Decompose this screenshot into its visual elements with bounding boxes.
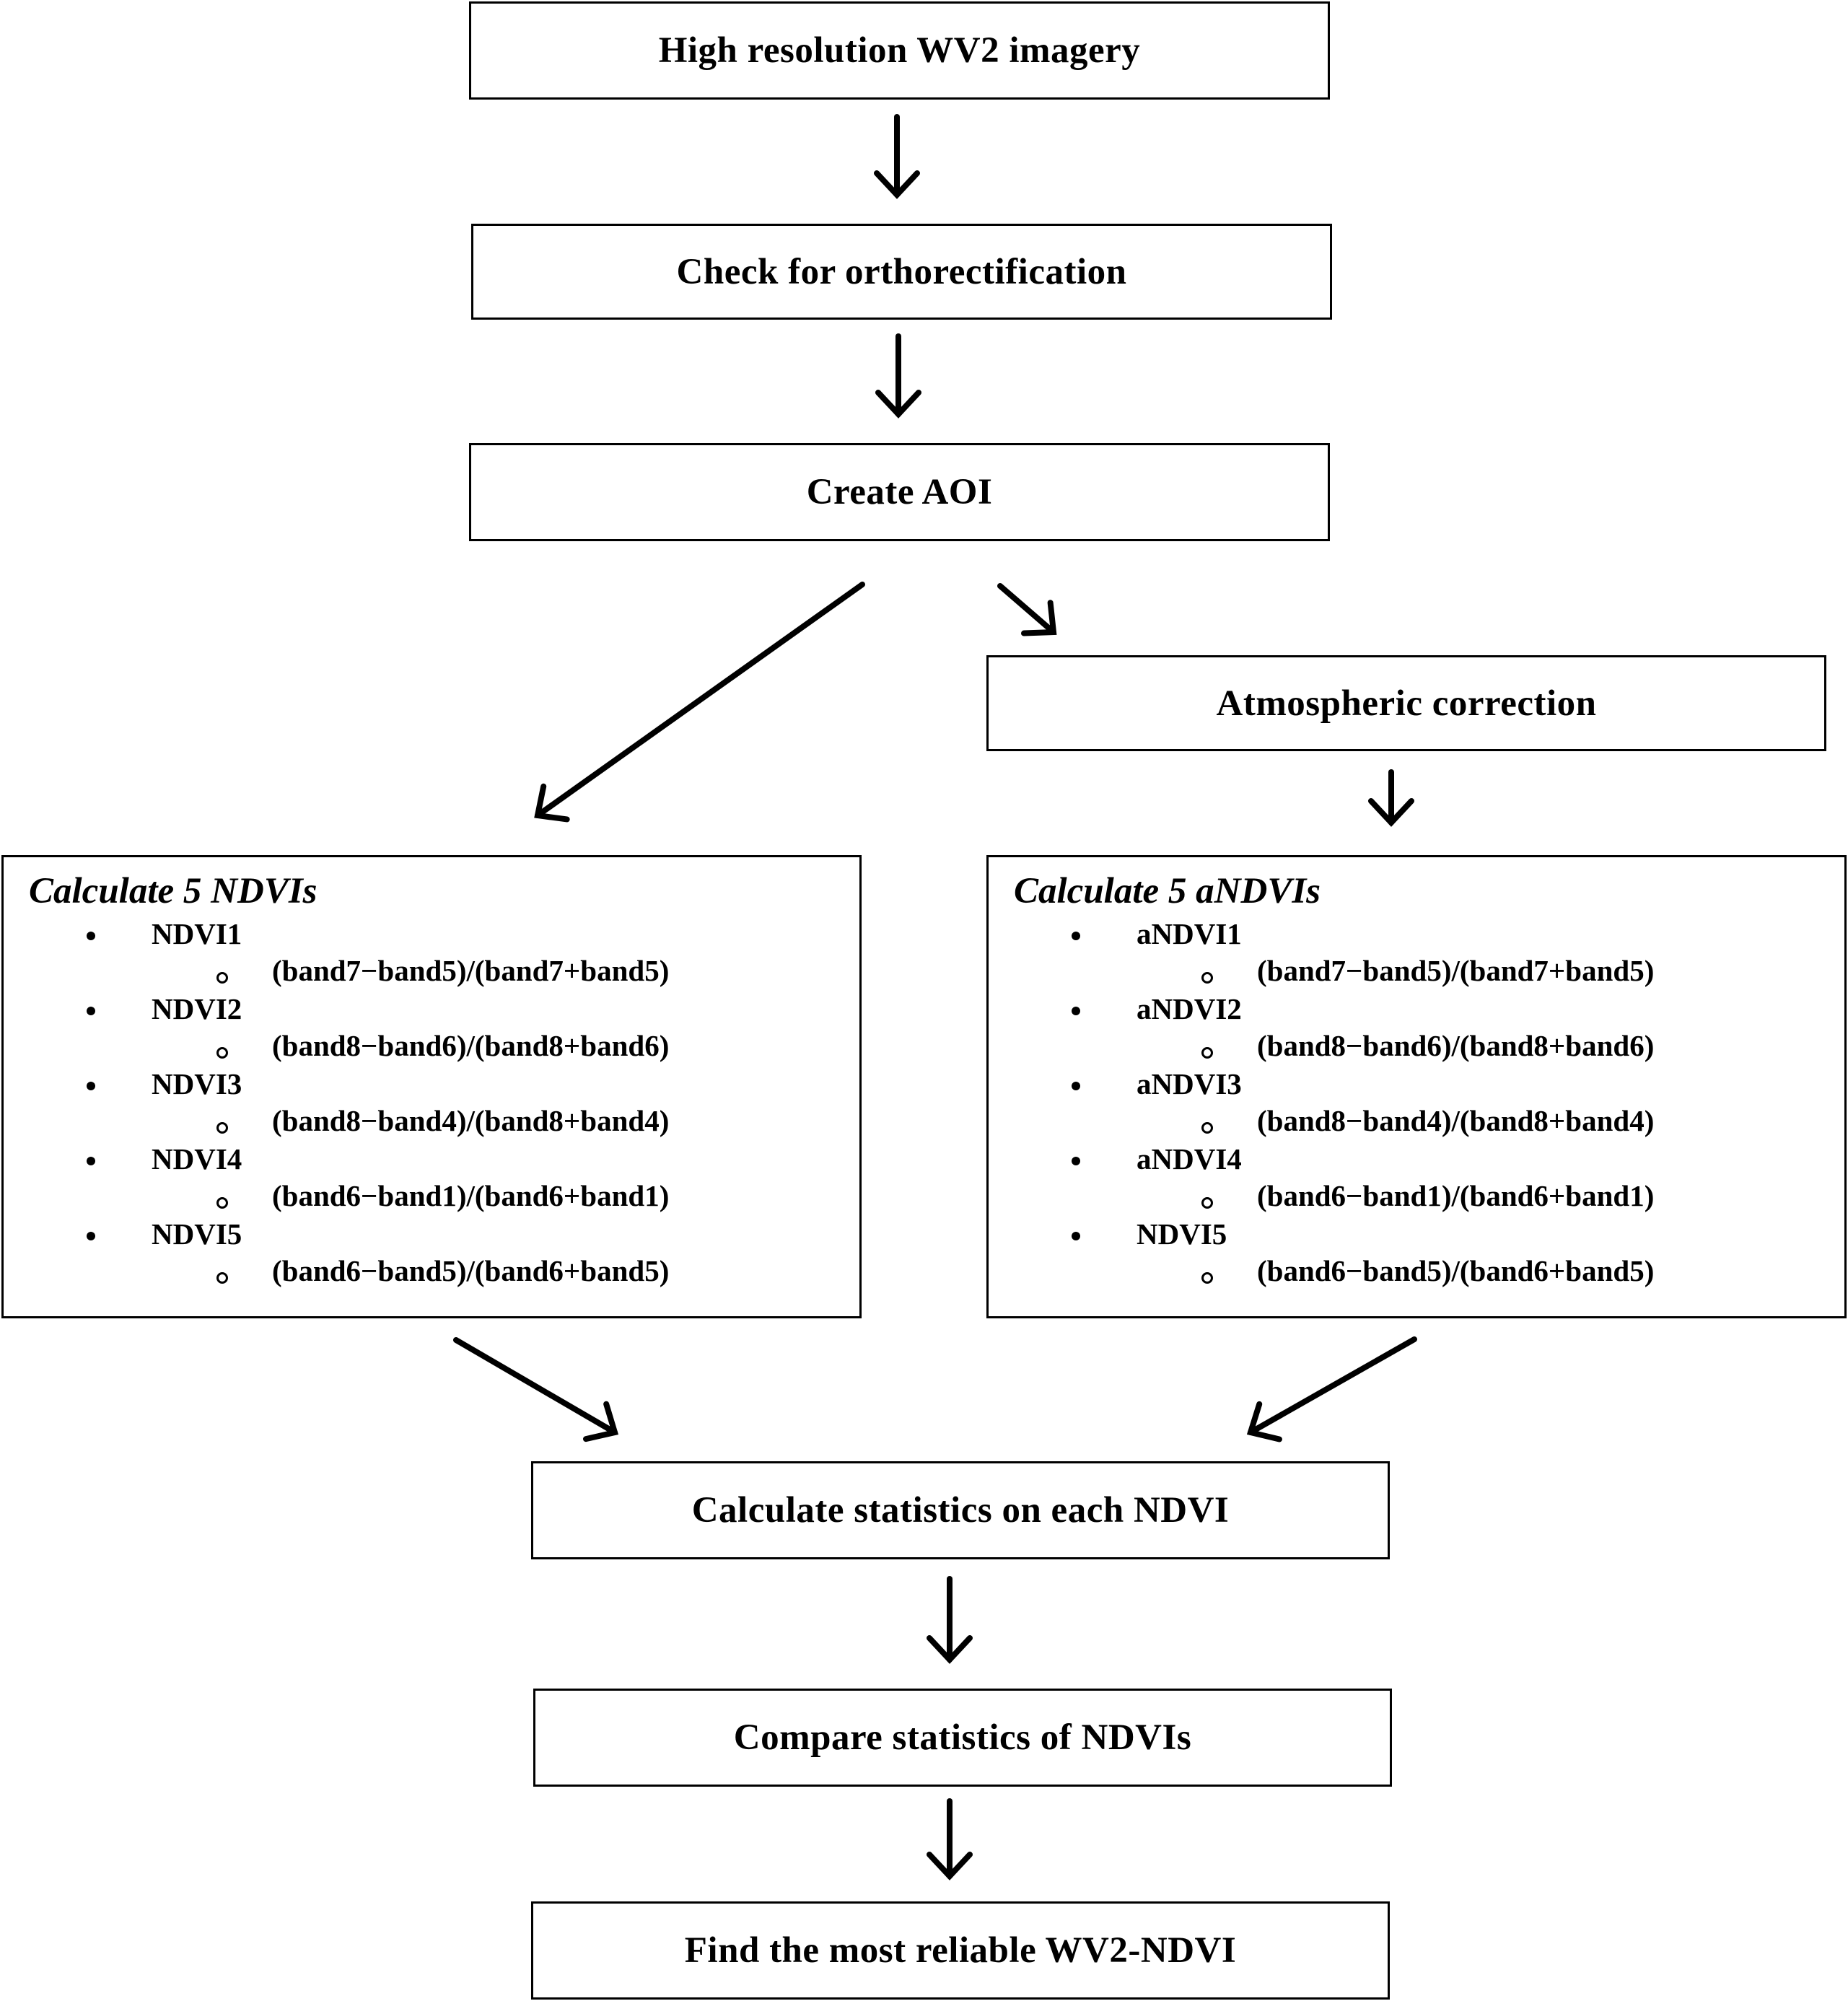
bullet-icon	[87, 1232, 95, 1240]
step-find-reliable-ndvi-label: Find the most reliable WV2-NDVI	[684, 1930, 1237, 1971]
ndvi-item: NDVI5 (band6−band5)/(band6+band5)	[4, 1217, 859, 1302]
ndvi-item-label: NDVI2	[152, 992, 242, 1025]
step-orthorectification-label: Check for orthorectification	[676, 251, 1127, 292]
hollow-bullet-icon	[216, 1047, 228, 1059]
andvi-item-label: aNDVI4	[1137, 1142, 1242, 1175]
step-imagery-label: High resolution WV2 imagery	[658, 30, 1141, 71]
andvi-item-formula: (band7−band5)/(band7+band5)	[1257, 954, 1655, 987]
andvi-item-label: NDVI5	[1137, 1217, 1227, 1251]
ndvi-item-label: NDVI3	[152, 1067, 242, 1100]
hollow-bullet-icon	[1201, 1272, 1213, 1284]
ndvi-item-formula: (band8−band6)/(band8+band6)	[272, 1029, 670, 1062]
bullet-icon	[1072, 932, 1080, 940]
hollow-bullet-icon	[216, 1272, 228, 1284]
bullet-icon	[1072, 1082, 1080, 1090]
andvi-list-box: Calculate 5 aNDVIs aNDVI1 (band7−band5)/(…	[986, 855, 1847, 1318]
ndvi-item: NDVI1 (band7−band5)/(band7+band5)	[4, 917, 859, 1002]
step-calculate-statistics-label: Calculate statistics on each NDVI	[691, 1490, 1230, 1531]
andvi-item-formula: (band6−band1)/(band6+band1)	[1257, 1179, 1655, 1212]
ndvi-item-formula: (band6−band1)/(band6+band1)	[272, 1179, 670, 1212]
hollow-bullet-icon	[216, 1197, 228, 1209]
hollow-bullet-icon	[216, 972, 228, 984]
ndvi-item: NDVI4 (band6−band1)/(band6+band1)	[4, 1142, 859, 1227]
bullet-icon	[1072, 1157, 1080, 1165]
step-orthorectification: Check for orthorectification	[471, 224, 1332, 320]
bullet-icon	[87, 1157, 95, 1165]
bullet-icon	[1072, 1007, 1080, 1015]
arrow-andvi-list-to-statistics	[1246, 1336, 1417, 1442]
ndvi-item-label: NDVI4	[152, 1142, 242, 1175]
andvi-item-formula: (band8−band6)/(band8+band6)	[1257, 1029, 1655, 1062]
andvi-item-formula: (band8−band4)/(band8+band4)	[1257, 1104, 1655, 1137]
ndvi-list-title: Calculate 5 NDVIs	[29, 871, 318, 911]
bullet-icon	[1072, 1232, 1080, 1240]
andvi-list: aNDVI1 (band7−band5)/(band7+band5) aNDVI2 (…	[989, 917, 1844, 1302]
step-create-aoi: Create AOI	[469, 443, 1330, 541]
andvi-item-label: aNDVI3	[1137, 1067, 1242, 1100]
hollow-bullet-icon	[1201, 1197, 1213, 1209]
hollow-bullet-icon	[1201, 1122, 1213, 1134]
bullet-icon	[87, 1082, 95, 1090]
ndvi-item-formula: (band6−band5)/(band6+band5)	[272, 1254, 670, 1287]
step-find-reliable-ndvi: Find the most reliable WV2-NDVI	[531, 1901, 1390, 2000]
step-atmospheric-correction-label: Atmospheric correction	[1216, 683, 1597, 724]
step-create-aoi-label: Create AOI	[806, 472, 993, 512]
ndvi-item-label: NDVI1	[152, 917, 242, 950]
hollow-bullet-icon	[1201, 1047, 1213, 1059]
hollow-bullet-icon	[1201, 972, 1213, 984]
step-compare-statistics: Compare statistics of NDVIs	[533, 1689, 1392, 1787]
bullet-icon	[87, 932, 95, 940]
arrow-aoi-to-atmospheric	[997, 583, 1057, 636]
hollow-bullet-icon	[216, 1122, 228, 1134]
bullet-icon	[87, 1007, 95, 1015]
ndvi-list: NDVI1 (band7−band5)/(band7+band5) NDVI2 (ba…	[4, 917, 859, 1302]
step-imagery: High resolution WV2 imagery	[469, 1, 1330, 100]
andvi-item: aNDVI1 (band7−band5)/(band7+band5)	[989, 917, 1844, 1002]
step-atmospheric-correction: Atmospheric correction	[986, 655, 1826, 751]
ndvi-item: NDVI3 (band8−band4)/(band8+band4)	[4, 1067, 859, 1152]
step-calculate-statistics: Calculate statistics on each NDVI	[531, 1461, 1390, 1559]
andvi-item: aNDVI4 (band6−band1)/(band6+band1)	[989, 1142, 1844, 1227]
ndvi-item-label: NDVI5	[152, 1217, 242, 1251]
andvi-item: aNDVI3 (band8−band4)/(band8+band4)	[989, 1067, 1844, 1152]
andvi-item-label: aNDVI2	[1137, 992, 1242, 1025]
andvi-item-label: aNDVI1	[1137, 917, 1242, 950]
step-compare-statistics-label: Compare statistics of NDVIs	[733, 1717, 1192, 1758]
ndvi-item: NDVI2 (band8−band6)/(band8+band6)	[4, 992, 859, 1077]
andvi-item: NDVI5 (band6−band5)/(band6+band5)	[989, 1217, 1844, 1302]
ndvi-item-formula: (band8−band4)/(band8+band4)	[272, 1104, 670, 1137]
arrow-ndvi-list-to-statistics	[453, 1337, 619, 1442]
andvi-list-title: Calculate 5 aNDVIs	[1014, 871, 1321, 911]
arrow-aoi-to-ndvi-list	[534, 582, 865, 823]
andvi-item: aNDVI2 (band8−band6)/(band8+band6)	[989, 992, 1844, 1077]
ndvi-list-box: Calculate 5 NDVIs NDVI1 (band7−band5)/(ba…	[1, 855, 862, 1318]
ndvi-item-formula: (band7−band5)/(band7+band5)	[272, 954, 670, 987]
andvi-item-formula: (band6−band5)/(band6+band5)	[1257, 1254, 1655, 1287]
